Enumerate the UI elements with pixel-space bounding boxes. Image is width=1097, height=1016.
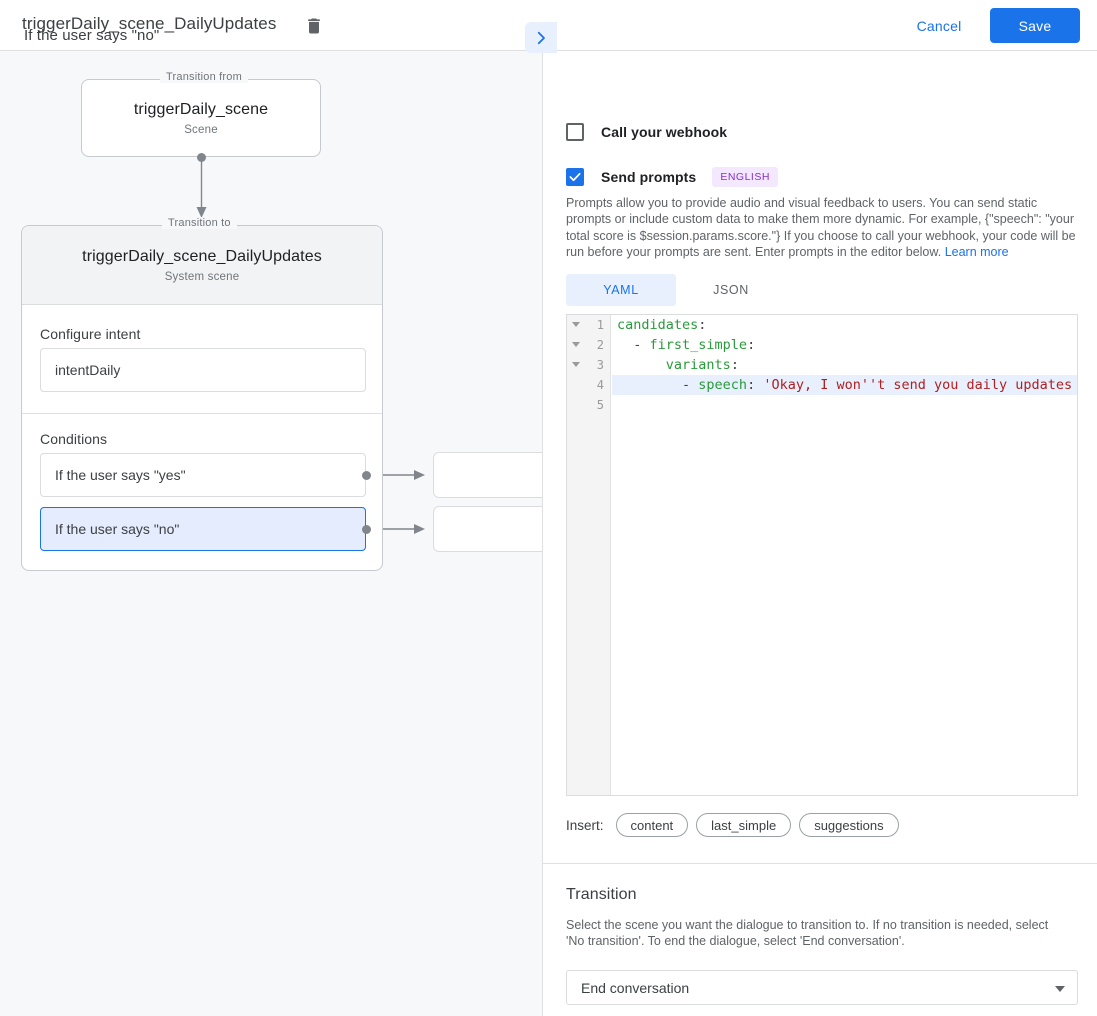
code-punct: : (747, 377, 764, 393)
code-line-active: - speech: 'Okay, I won''t send you daily… (612, 375, 1077, 395)
webhook-label: Call your webhook (601, 124, 728, 140)
line-number: 2 (596, 338, 604, 352)
transition-selected-value: End conversation (581, 979, 690, 996)
code-key: speech (698, 377, 748, 393)
conditions-label: Conditions (40, 431, 108, 447)
send-prompts-checkbox[interactable] (566, 168, 584, 186)
configure-intent-label: Configure intent (40, 326, 141, 342)
insert-chips-row: Insert: content last_simple suggestions (566, 813, 907, 837)
insert-chip-suggestions[interactable]: suggestions (799, 813, 899, 837)
legend-transition-to: Transition to (162, 217, 237, 229)
legend-transition-from: Transition from (160, 71, 248, 83)
node-to-header: triggerDaily_scene_DailyUpdates System s… (22, 226, 382, 305)
code-key: variants (665, 357, 731, 373)
node-from-subtitle: Scene (184, 124, 218, 136)
connector-dot-yes (362, 471, 371, 480)
code-indent: - (617, 337, 650, 353)
chevron-down-icon[interactable] (1055, 986, 1065, 992)
transition-section-title: Transition (566, 886, 637, 903)
condition-label: If the user says "no" (55, 521, 180, 537)
prompts-description-text: Prompts allow you to provide audio and v… (566, 196, 1076, 260)
node-transition-from[interactable]: triggerDaily_scene Scene (81, 79, 321, 157)
node-to-subtitle: System scene (164, 271, 240, 283)
connector-dot-no (362, 525, 371, 534)
target-card-yes[interactable] (433, 452, 542, 498)
connector-dot-from (197, 153, 206, 162)
code-value: 'Okay, I won''t send you daily updates (763, 377, 1073, 393)
tab-json[interactable]: JSON (713, 283, 749, 297)
prompts-description: Prompts allow you to provide audio and v… (566, 195, 1078, 261)
target-card-no[interactable] (433, 506, 542, 552)
chevron-right-icon[interactable] (525, 22, 557, 53)
insert-chip-content[interactable]: content (615, 813, 689, 837)
divider (22, 413, 382, 414)
code-line: - first_simple: (612, 335, 1077, 355)
send-prompts-row[interactable]: Send prompts ENGLISH (566, 167, 778, 187)
fold-triangle-icon[interactable] (572, 362, 580, 367)
code-punct: : (730, 357, 739, 373)
gutter-line[interactable]: 3 (567, 355, 610, 375)
code-line: candidates: (612, 315, 1077, 335)
condition-row-yes[interactable]: If the user says "yes" (40, 453, 366, 497)
tab-yaml[interactable]: YAML (566, 274, 676, 306)
code-indent: - (617, 377, 699, 393)
intent-value: intentDaily (55, 362, 121, 378)
code-punct: : (747, 337, 756, 353)
code-line (612, 395, 1077, 415)
section-divider (542, 863, 1097, 864)
node-from-title: triggerDaily_scene (133, 101, 269, 118)
gutter-line[interactable]: 1 (567, 315, 610, 335)
prompt-code-editor[interactable]: 1 2 3 4 5 candidates: - first_simple: va… (566, 314, 1078, 796)
insert-chip-last-simple[interactable]: last_simple (696, 813, 792, 837)
webhook-row[interactable]: Call your webhook (566, 123, 727, 141)
transition-description: Select the scene you want the dialogue t… (566, 918, 1049, 949)
detail-panel-title: If the user says "no" (24, 27, 160, 44)
page-title: triggerDaily_scene_DailyUpdates (22, 14, 277, 33)
code-key: candidates (617, 317, 699, 333)
graph-panel: triggerDaily_scene Scene Transition from… (0, 51, 542, 1016)
learn-more-link[interactable]: Learn more (944, 245, 1009, 260)
webhook-checkbox[interactable] (566, 123, 584, 141)
condition-row-no[interactable]: If the user says "no" (40, 507, 366, 551)
gutter-line[interactable]: 5 (567, 395, 610, 415)
code-punct: : (698, 317, 707, 333)
node-transition-to: triggerDaily_scene_DailyUpdates System s… (21, 225, 383, 571)
fold-triangle-icon[interactable] (572, 322, 580, 327)
line-number: 3 (596, 358, 604, 372)
editor-format-tabs: YAML JSON (566, 274, 786, 306)
line-number: 4 (596, 378, 604, 392)
send-prompts-label: Send prompts (601, 169, 697, 185)
intent-field[interactable]: intentDaily (40, 348, 366, 392)
transition-select[interactable]: End conversation (566, 970, 1078, 1005)
editor-gutter: 1 2 3 4 5 (567, 315, 611, 795)
insert-label: Insert: (566, 817, 604, 833)
code-line: variants: (612, 355, 1077, 375)
cancel-button[interactable]: Cancel (901, 11, 977, 41)
editor-code-area[interactable]: candidates: - first_simple: variants: - … (612, 315, 1077, 795)
trash-icon[interactable] (304, 16, 324, 36)
line-number: 5 (596, 398, 604, 412)
node-to-title: triggerDaily_scene_DailyUpdates (82, 248, 322, 265)
graph-edges (196, 158, 425, 534)
language-badge: ENGLISH (712, 167, 778, 187)
condition-label: If the user says "yes" (55, 467, 186, 483)
code-indent (617, 357, 666, 373)
save-button[interactable]: Save (990, 8, 1080, 43)
fold-triangle-icon[interactable] (572, 342, 580, 347)
code-key: first_simple (649, 337, 748, 353)
gutter-line[interactable]: 4 (567, 375, 610, 395)
line-number: 1 (596, 318, 604, 332)
gutter-line[interactable]: 2 (567, 335, 610, 355)
